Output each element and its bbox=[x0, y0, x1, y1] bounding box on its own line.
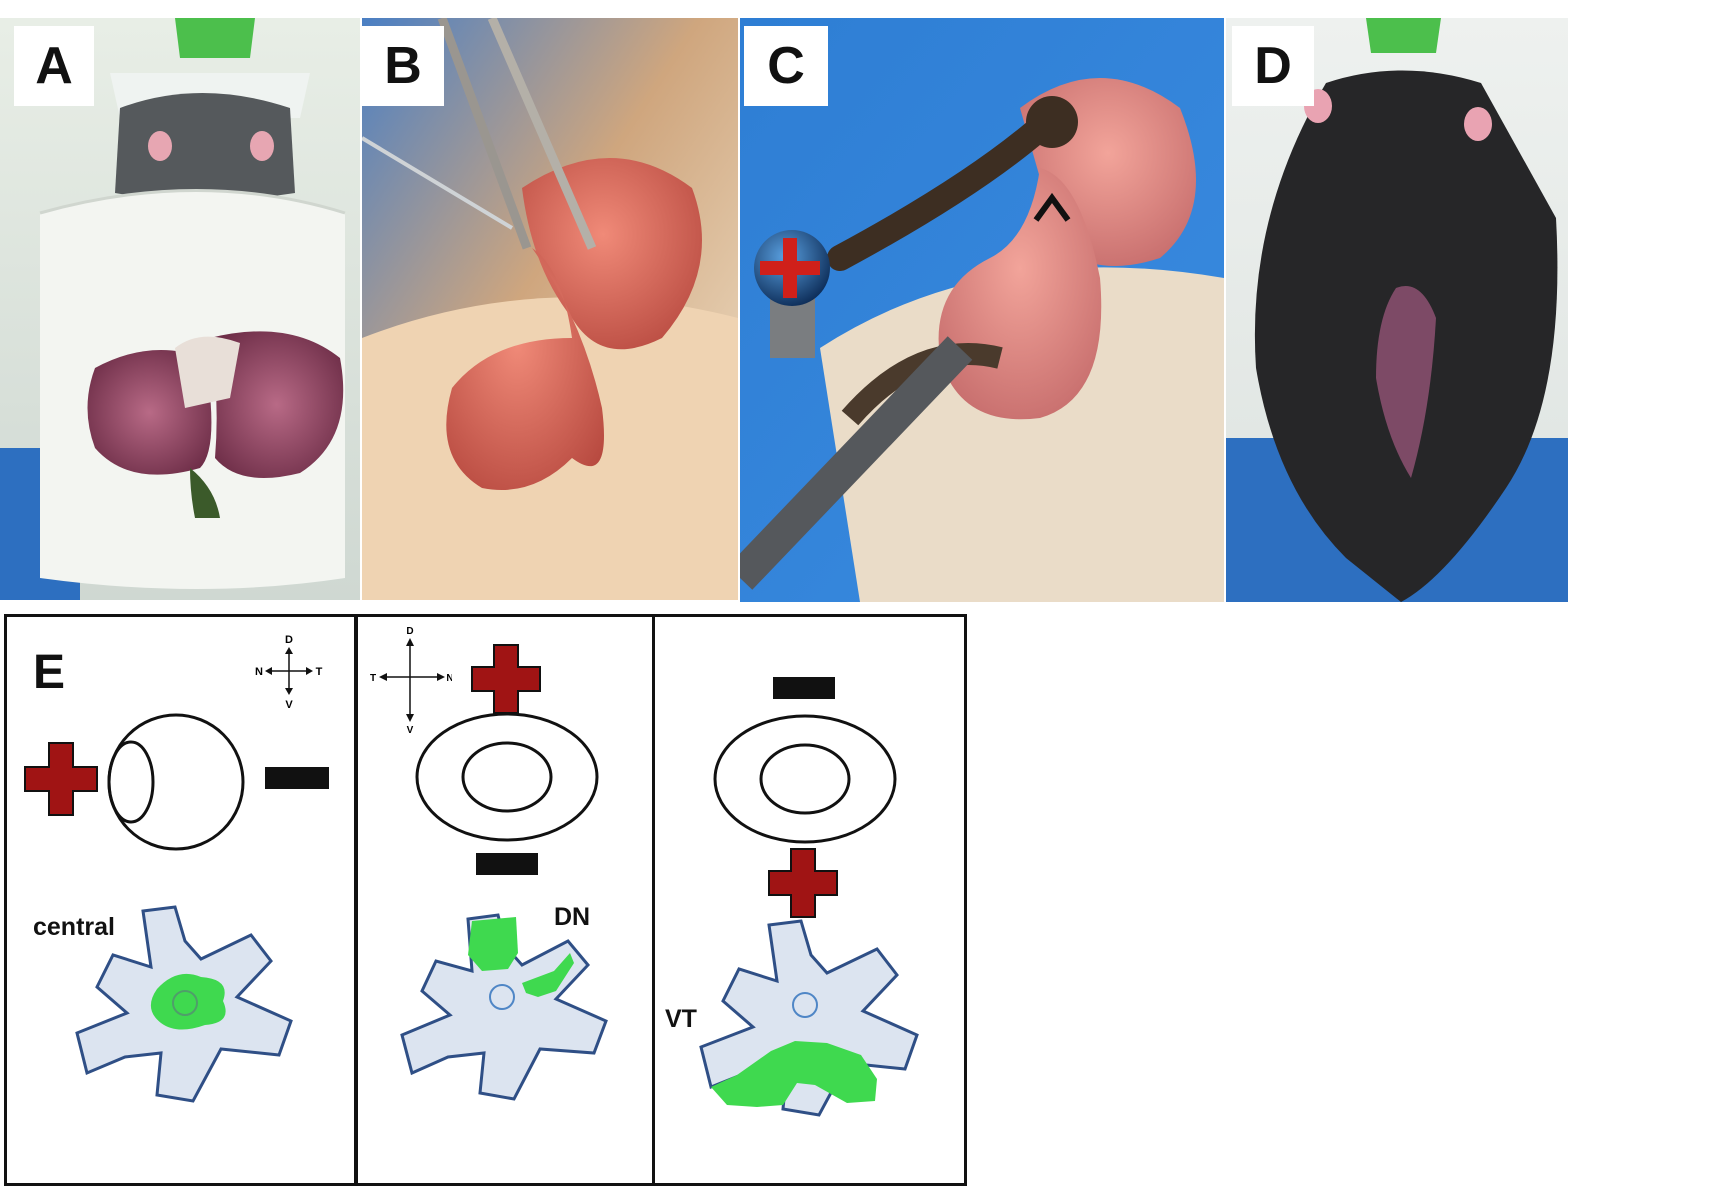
schematic-box-central: E D V N T central bbox=[4, 614, 357, 1186]
retina-flatmount-vt bbox=[699, 919, 919, 1117]
schematic-box-vt: VT bbox=[652, 614, 967, 1186]
compass-t-label: T bbox=[316, 666, 323, 678]
photo-c-art bbox=[740, 18, 1224, 602]
compass-n-label: N bbox=[446, 673, 452, 684]
photo-a-art bbox=[0, 18, 360, 600]
label-dn: DN bbox=[554, 903, 591, 931]
photo-b bbox=[362, 18, 738, 600]
compass-d-label: D bbox=[406, 626, 413, 637]
plus-electrode-icon bbox=[768, 848, 838, 918]
panel-label-c: C bbox=[744, 26, 828, 106]
label-vt: VT bbox=[665, 1005, 697, 1033]
panel-label-d: D bbox=[1232, 26, 1314, 106]
photo-a bbox=[0, 18, 360, 600]
minus-electrode-icon bbox=[476, 853, 538, 875]
plus-electrode-icon bbox=[24, 742, 98, 816]
eye-diagram-dn bbox=[415, 712, 599, 842]
photo-b-art bbox=[362, 18, 738, 600]
eye-diagram-central bbox=[107, 713, 245, 851]
minus-electrode-icon bbox=[265, 767, 329, 789]
minus-electrode-icon bbox=[773, 677, 835, 699]
compass-rose-icon: D V N T bbox=[255, 634, 323, 711]
photo-c-plus-icon bbox=[760, 238, 820, 298]
schematic-box-dn: D V T N DN bbox=[355, 614, 655, 1186]
compass-v-label: V bbox=[407, 725, 414, 733]
panel-label-e: E bbox=[33, 646, 66, 699]
compass-n-label: N bbox=[255, 666, 263, 678]
retina-flatmount-dn bbox=[400, 913, 608, 1101]
eye-diagram-vt bbox=[713, 714, 897, 844]
panel-label-a: A bbox=[14, 26, 94, 106]
compass-rose-icon: D V T N bbox=[370, 626, 452, 733]
label-central: central bbox=[33, 913, 115, 941]
retina-flatmount-central bbox=[75, 905, 293, 1103]
compass-v-label: V bbox=[285, 699, 293, 711]
plus-electrode-icon bbox=[471, 644, 541, 714]
photo-d-art bbox=[1226, 18, 1568, 602]
compass-t-label: T bbox=[370, 673, 376, 684]
panel-label-b: B bbox=[362, 26, 444, 106]
photo-c bbox=[740, 18, 1224, 602]
compass-d-label: D bbox=[285, 634, 293, 646]
photo-d bbox=[1226, 18, 1568, 602]
